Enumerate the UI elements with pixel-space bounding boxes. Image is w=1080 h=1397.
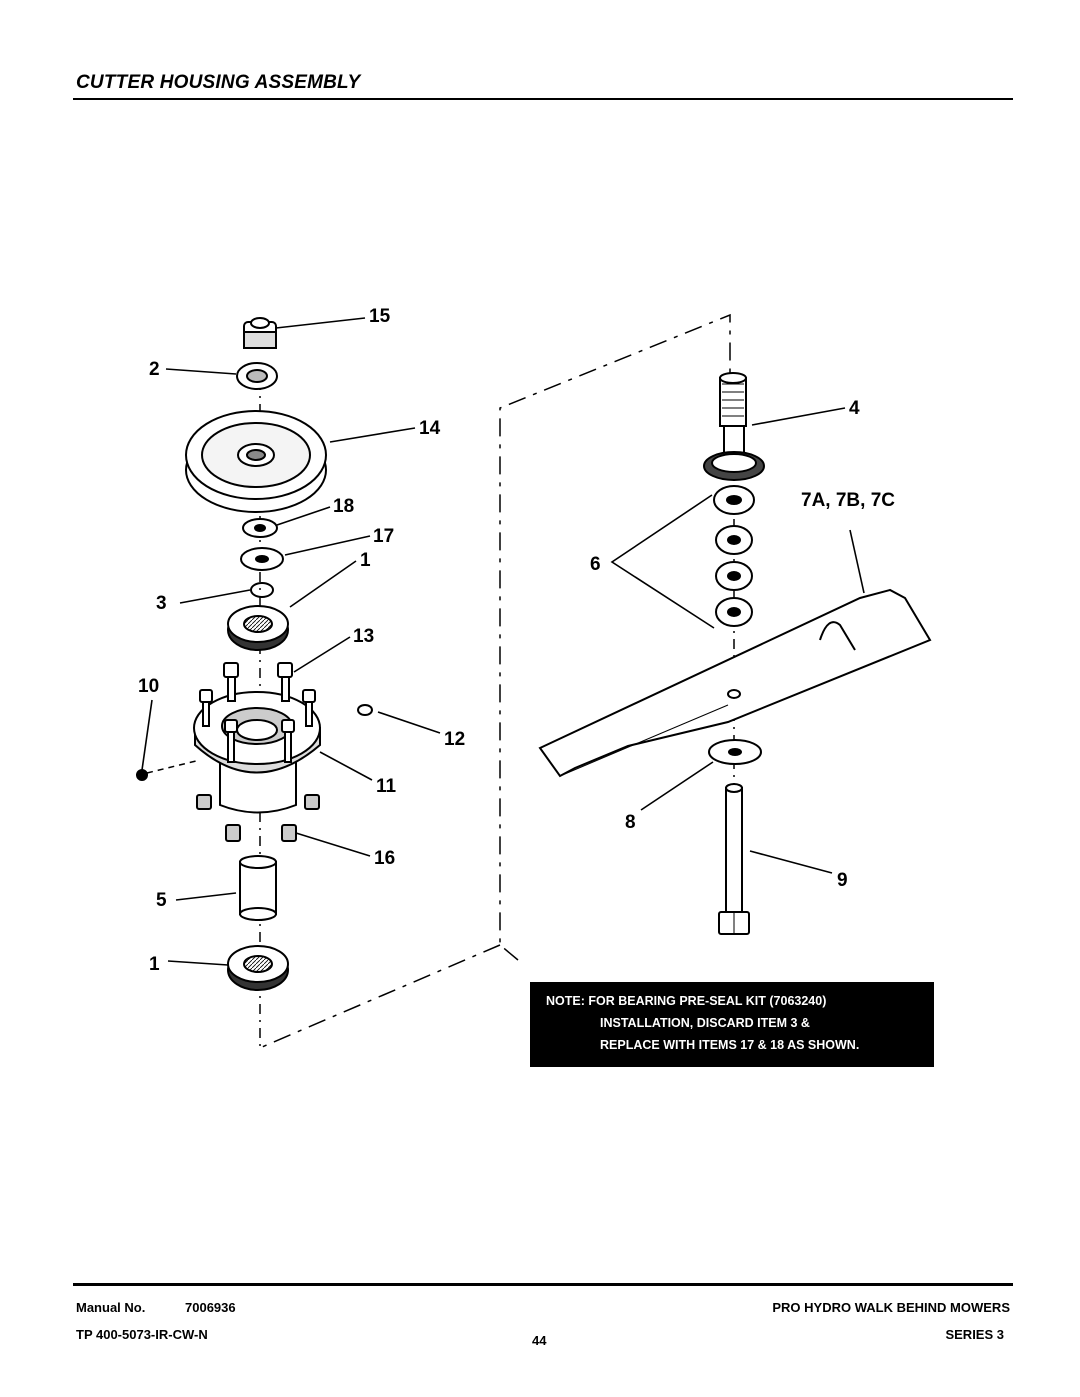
callout-4: 4: [849, 398, 860, 419]
title-rule: [73, 98, 1013, 100]
part-13-bolts: [199, 662, 316, 763]
callout-18: 18: [333, 496, 354, 517]
part-12-fitting: [357, 704, 373, 716]
assembly-link-line: [261, 313, 731, 1048]
part-5-spacer: [239, 855, 277, 921]
product-name: PRO HYDRO WALK BEHIND MOWERS: [772, 1300, 1010, 1315]
part-1-bearing-upper: [227, 605, 289, 651]
part-17-washer: [240, 547, 284, 571]
note-line-3: REPLACE WITH ITEMS 17 & 18 AS SHOWN.: [600, 1038, 860, 1052]
part-6-spacers: [713, 485, 755, 627]
part-15-nut: [243, 317, 277, 349]
part-10-zerk: [136, 759, 201, 781]
callout-1-lower: 1: [149, 954, 160, 975]
callout-6: 6: [590, 554, 601, 575]
part-8-washer: [708, 739, 762, 765]
part-7-blade: [538, 588, 932, 778]
callout-7: 7A, 7B, 7C: [801, 490, 895, 511]
footer-rule: [73, 1283, 1013, 1286]
callout-11: 11: [376, 776, 397, 797]
bearing-kit-note: NOTE: FOR BEARING PRE-SEAL KIT (7063240)…: [530, 982, 934, 1067]
callout-8: 8: [625, 812, 636, 833]
part-4-spindle: [703, 372, 765, 481]
callout-13: 13: [353, 626, 374, 647]
part-2-bushing: [236, 362, 278, 390]
callout-16: 16: [374, 848, 395, 869]
part-3-ring: [250, 582, 274, 598]
callout-2: 2: [149, 359, 160, 380]
callout-9: 9: [837, 870, 848, 891]
series-label: SERIES 3: [945, 1327, 1004, 1342]
callout-labels: 15 2 14 18 17 1 3 13 10 12 11 16 5 1 4 7…: [138, 306, 895, 975]
page-number: 44: [532, 1333, 547, 1348]
note-line-2: INSTALLATION, DISCARD ITEM 3 &: [600, 1016, 810, 1030]
leader-lines: [141, 317, 865, 966]
part-11-housing: [193, 691, 321, 814]
part-16-nuts: [196, 794, 320, 842]
part-1-bearing-lower: [227, 945, 289, 991]
callout-14: 14: [419, 418, 441, 439]
tp-code: TP 400-5073-IR-CW-N: [76, 1327, 208, 1342]
callout-12: 12: [444, 729, 465, 750]
note-line-1: NOTE: FOR BEARING PRE-SEAL KIT (7063240): [546, 994, 827, 1008]
callout-15: 15: [369, 306, 391, 327]
part-14-pulley: [185, 410, 327, 513]
callout-3: 3: [156, 593, 167, 614]
callout-10: 10: [138, 676, 159, 697]
callout-5: 5: [156, 890, 167, 911]
manual-label: Manual No.: [76, 1300, 146, 1315]
callout-17: 17: [373, 526, 394, 547]
part-18-washer: [242, 518, 278, 538]
manual-number: 7006936: [185, 1300, 236, 1315]
part-9-bolt: [718, 783, 750, 935]
callout-1: 1: [360, 550, 371, 571]
page-title: CUTTER HOUSING ASSEMBLY: [76, 72, 361, 93]
